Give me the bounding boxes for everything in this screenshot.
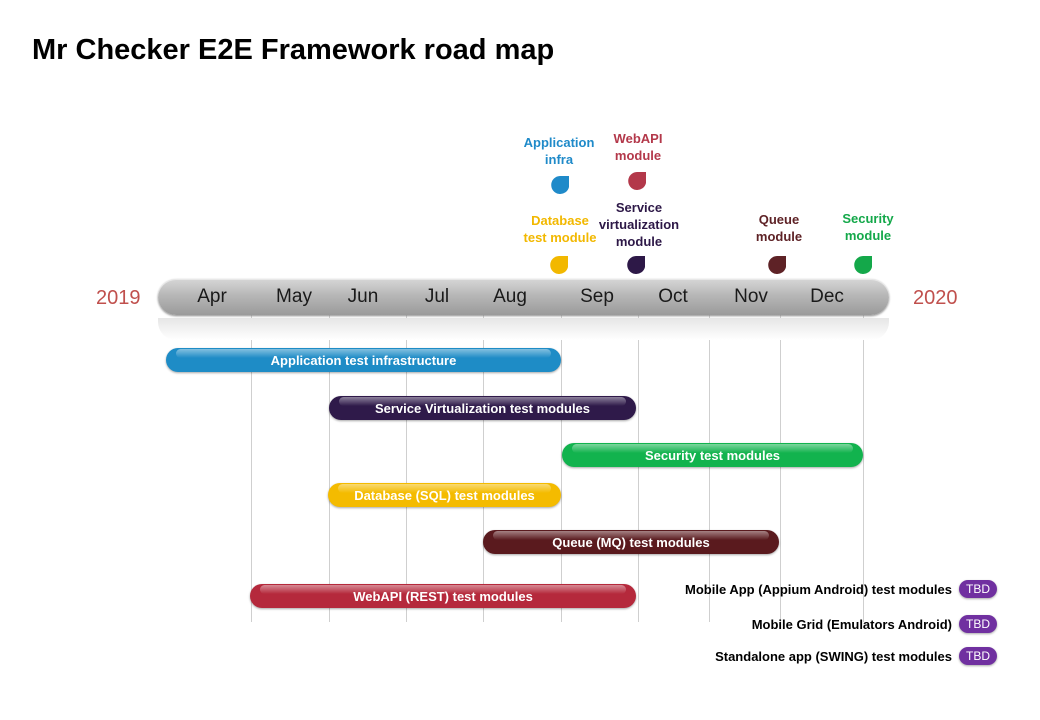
milestone-label-webapi-module: WebAPI module — [614, 130, 663, 164]
milestone-label-database-test-module: Database test module — [524, 212, 597, 246]
milestone-label-line: Security — [842, 211, 894, 226]
track-bar-label: Service Virtualization test modules — [374, 400, 591, 416]
month-label-jul: Jul — [424, 286, 450, 307]
gridline — [638, 315, 639, 622]
tbd-badge: TBD — [959, 580, 997, 598]
milestone-label-line: module — [755, 229, 803, 244]
track-bar-application-test-infrastructure: Application test infrastructure — [166, 348, 561, 372]
milestone-label-line: test module — [523, 230, 597, 245]
milestone-label-line: Queue — [758, 212, 800, 227]
month-label-oct: Oct — [658, 286, 688, 307]
track-bar-label: Security test modules — [644, 447, 781, 463]
year-start-label: 2019 — [96, 287, 141, 309]
track-bar-label: Queue (MQ) test modules — [552, 534, 710, 550]
track-bar-label: WebAPI (REST) test modules — [353, 588, 533, 604]
gridline — [561, 315, 562, 622]
milestone-marker-security-module — [854, 256, 872, 274]
milestone-marker-database-test-module — [550, 256, 568, 274]
month-label-aug: Aug — [493, 286, 527, 307]
tbd-item-label: Mobile Grid (Emulators Android) — [751, 616, 952, 632]
tbd-badge: TBD — [959, 615, 997, 633]
milestone-label-line: virtualization — [598, 217, 680, 232]
track-bar-queue-mq: Queue (MQ) test modules — [483, 530, 779, 554]
milestone-marker-service-virtualization-module — [627, 256, 645, 274]
track-bar-service-virtualization: Service Virtualization test modules — [329, 396, 636, 420]
timeline-bar — [158, 279, 889, 315]
gridline — [483, 315, 484, 622]
milestone-label-line: Service — [615, 200, 663, 215]
track-bar-label: Application test infrastructure — [270, 352, 457, 368]
gridline — [406, 315, 407, 622]
track-bar-webapi-rest: WebAPI (REST) test modules — [250, 584, 636, 608]
gridline — [709, 315, 710, 622]
milestone-label-security-module: Security module — [842, 210, 893, 244]
milestone-label-queue-module: Queue module — [756, 211, 802, 245]
milestone-label-line: infra — [544, 152, 574, 167]
milestone-label-line: module — [844, 228, 892, 243]
track-bar-database-sql: Database (SQL) test modules — [328, 483, 561, 507]
gridline — [329, 315, 330, 622]
tbd-badge: TBD — [959, 647, 997, 665]
milestone-marker-webapi-module — [628, 172, 646, 190]
tbd-item-label: Standalone app (SWING) test modules — [715, 648, 952, 664]
tbd-item-label: Mobile App (Appium Android) test modules — [685, 581, 952, 597]
milestone-marker-application-infra — [551, 176, 569, 194]
gridline — [863, 315, 864, 622]
gridline — [251, 315, 252, 622]
year-end-label: 2020 — [913, 287, 958, 309]
page-title: Mr Checker E2E Framework road map — [32, 34, 555, 66]
track-bar-label: Database (SQL) test modules — [354, 487, 535, 503]
month-label-may: May — [276, 286, 312, 307]
month-label-sep: Sep — [580, 286, 614, 307]
milestone-label-line: module — [614, 148, 662, 163]
gridline — [780, 315, 781, 622]
milestone-label-line: Database — [531, 213, 589, 228]
month-label-apr: Apr — [197, 286, 227, 307]
milestone-label-line: module — [615, 234, 663, 249]
milestone-label-line: Application — [523, 135, 595, 150]
month-label-nov: Nov — [734, 286, 768, 307]
timeline-reflection — [158, 318, 889, 340]
milestone-label-application-infra: Application infra — [524, 134, 595, 168]
month-label-dec: Dec — [810, 286, 844, 307]
milestone-marker-queue-module — [768, 256, 786, 274]
tbd-item-mobile-app: Mobile App (Appium Android) test modules… — [685, 580, 997, 598]
tbd-item-mobile-grid: Mobile Grid (Emulators Android) TBD — [752, 615, 997, 633]
milestone-label-line: WebAPI — [613, 131, 663, 146]
milestone-label-service-virtualization-module: Service virtualization module — [599, 199, 679, 250]
track-bar-security: Security test modules — [562, 443, 863, 467]
month-label-jun: Jun — [347, 286, 379, 307]
tbd-item-standalone-app: Standalone app (SWING) test modules TBD — [715, 647, 997, 665]
